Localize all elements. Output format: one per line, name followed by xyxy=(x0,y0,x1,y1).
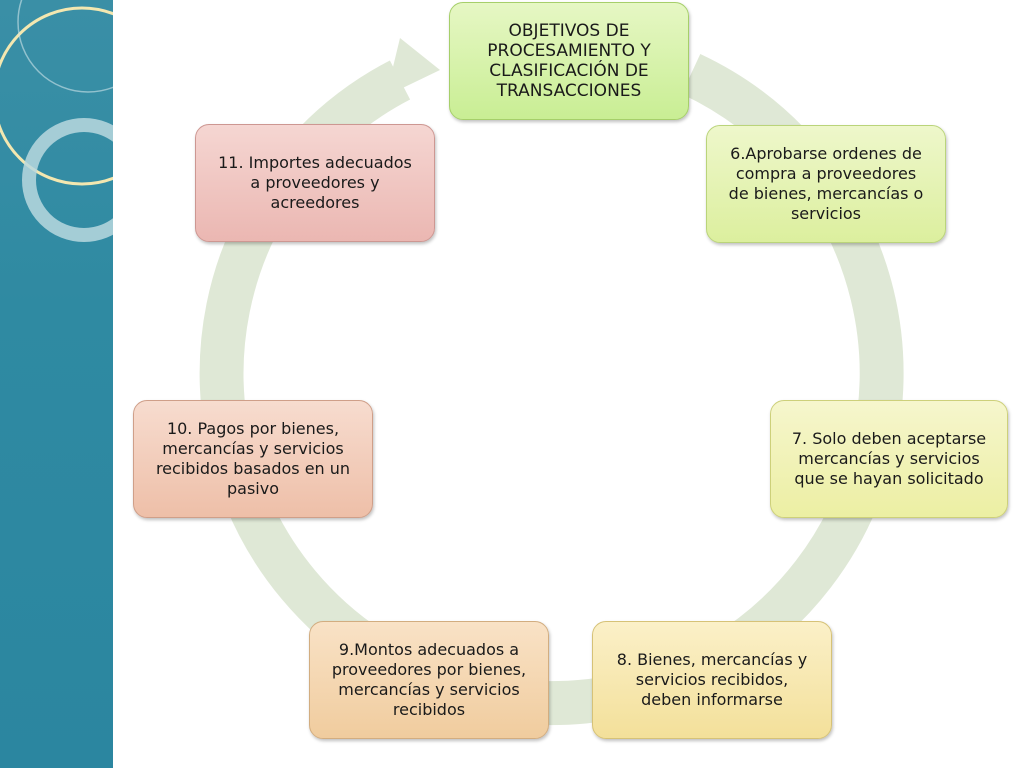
step-10-node: 10. Pagos por bienes, mercancías y servi… xyxy=(133,400,373,518)
step-10-line-3: recibidos basados en un xyxy=(155,459,351,478)
step-11-text: 11. Importes adecuados a proveedores y a… xyxy=(218,153,412,213)
step-10-line-1: 10. Pagos por bienes, xyxy=(166,419,340,438)
step-10-line-2: mercancías y servicios xyxy=(162,439,344,458)
center-line-3: CLASIFICACIÓN DE xyxy=(489,61,649,81)
step-9-line-3: mercancías y servicios xyxy=(338,680,520,699)
step-6-text: 6.Aprobarse ordenes de compra a proveedo… xyxy=(729,144,924,224)
step-7-node: 7. Solo deben aceptarse mercancías y ser… xyxy=(770,400,1008,518)
step-11-line-3: acreedores xyxy=(270,193,360,212)
arrowhead xyxy=(386,38,440,96)
step-8-text: 8. Bienes, mercancías y servicios recibi… xyxy=(617,650,807,710)
step-7-line-2: mercancías y servicios xyxy=(798,449,980,468)
step-9-line-4: recibidos xyxy=(392,700,466,719)
step-9-text: 9.Montos adecuados a proveedores por bie… xyxy=(332,640,526,720)
cycle-ring xyxy=(199,54,904,726)
step-10-line-4: pasivo xyxy=(226,479,279,498)
center-node-text: OBJETIVOS DE PROCESAMIENTO Y CLASIFICACI… xyxy=(487,21,650,101)
step-6-line-2: compra a proveedores xyxy=(735,164,917,183)
step-8-line-2: servicios recibidos, xyxy=(635,670,789,689)
step-9-line-2: proveedores por bienes, xyxy=(331,660,527,679)
side-band xyxy=(0,0,113,768)
center-line-2: PROCESAMIENTO Y xyxy=(487,41,651,61)
step-7-line-1: 7. Solo deben aceptarse xyxy=(791,429,987,448)
center-node: OBJETIVOS DE PROCESAMIENTO Y CLASIFICACI… xyxy=(449,2,689,120)
step-8-node: 8. Bienes, mercancías y servicios recibi… xyxy=(592,621,832,739)
step-8-line-3: deben informarse xyxy=(641,690,783,709)
center-line-1: OBJETIVOS DE xyxy=(508,21,630,41)
decorative-rings xyxy=(0,0,113,242)
step-7-text: 7. Solo deben aceptarse mercancías y ser… xyxy=(792,429,986,489)
step-11-line-2: a proveedores y xyxy=(250,173,380,192)
step-6-line-3: de bienes, mercancías o xyxy=(728,184,924,203)
step-8-line-1: 8. Bienes, mercancías y xyxy=(616,650,808,669)
step-11-node: 11. Importes adecuados a proveedores y a… xyxy=(195,124,435,242)
step-6-line-1: 6.Aprobarse ordenes de xyxy=(730,144,922,163)
step-10-text: 10. Pagos por bienes, mercancías y servi… xyxy=(156,419,350,499)
step-6-line-4: servicios xyxy=(790,204,862,223)
step-9-node: 9.Montos adecuados a proveedores por bie… xyxy=(309,621,549,739)
step-11-line-1: 11. Importes adecuados xyxy=(218,153,412,172)
center-line-4: TRANSACCIONES xyxy=(496,81,642,101)
step-7-line-3: que se hayan solicitado xyxy=(794,469,984,488)
step-9-line-1: 9.Montos adecuados a xyxy=(338,640,520,659)
step-6-node: 6.Aprobarse ordenes de compra a proveedo… xyxy=(706,125,946,243)
